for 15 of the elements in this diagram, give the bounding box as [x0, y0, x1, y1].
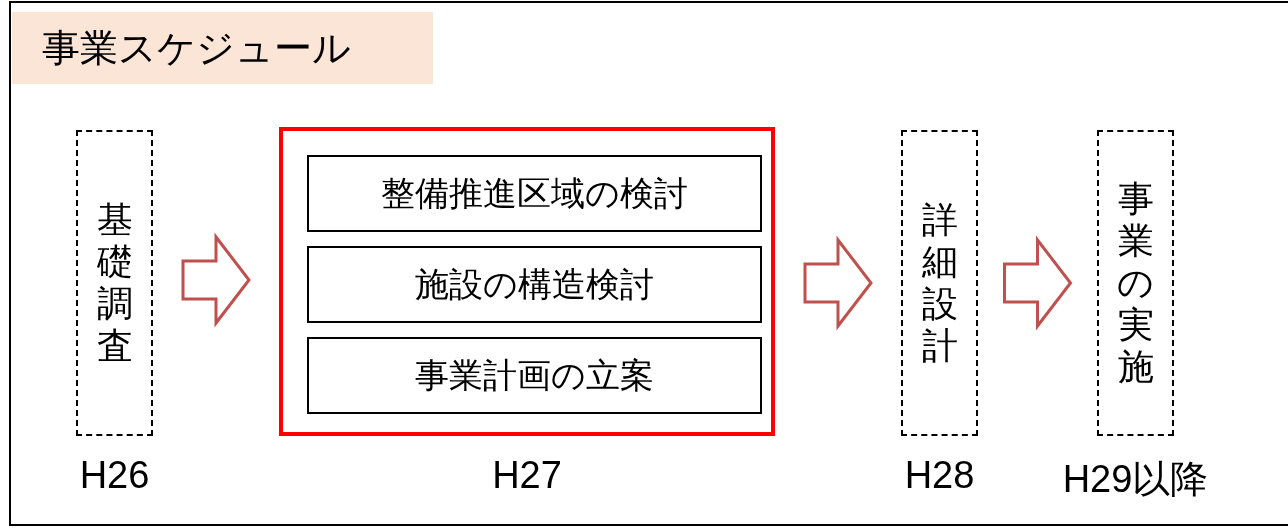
block-arrow: [181, 232, 251, 328]
group-frame: [279, 127, 775, 436]
task-box: 整備推進区域の検討: [307, 155, 762, 232]
title-banner: 事業スケジュール: [12, 12, 433, 84]
stage-box: 基礎調査: [76, 130, 153, 436]
block-arrow: [803, 235, 873, 331]
year-label: H26: [78, 454, 151, 497]
stage-box: 詳細設計: [901, 130, 978, 436]
year-label: H27: [491, 454, 563, 497]
block-arrow: [1003, 235, 1073, 331]
year-label: H29以降: [1061, 457, 1210, 502]
year-label: H28: [903, 454, 976, 497]
task-box: 施設の構造検討: [307, 246, 762, 323]
stage-box: 事業の実施: [1097, 130, 1174, 436]
task-box: 事業計画の立案: [307, 337, 762, 414]
